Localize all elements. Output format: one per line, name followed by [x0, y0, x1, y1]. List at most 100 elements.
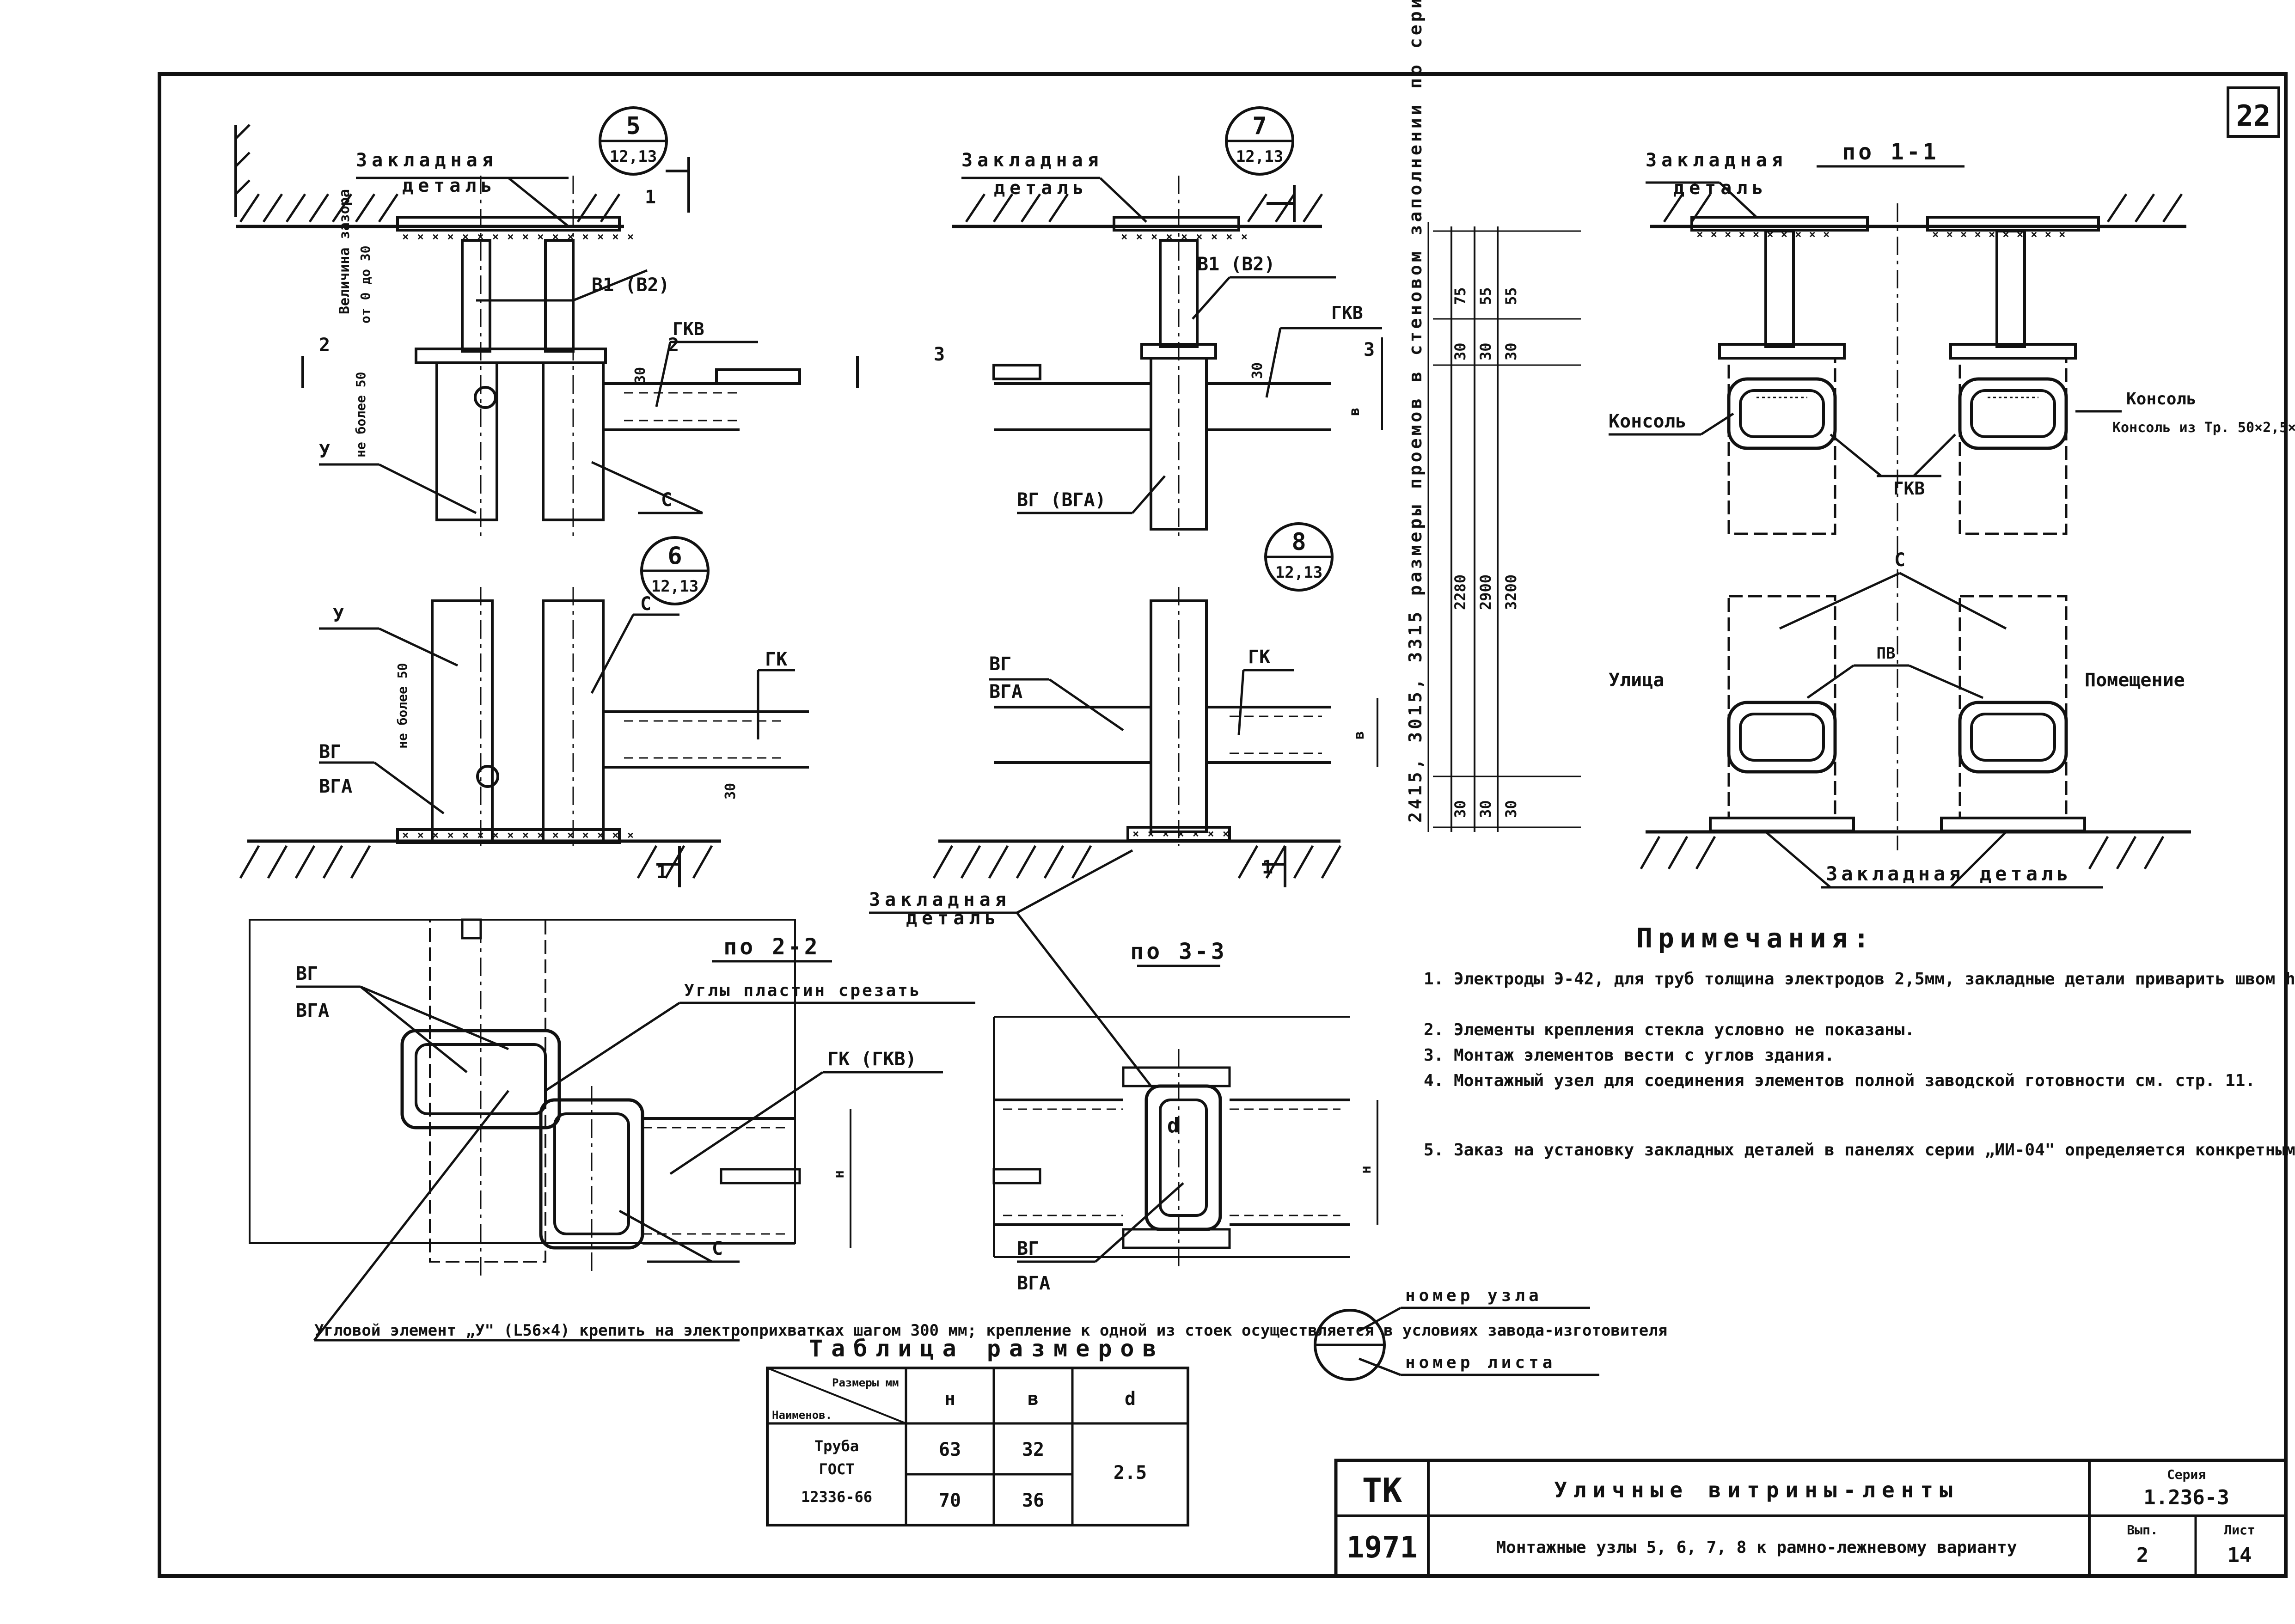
- size-table-r2-h: 70: [939, 1490, 961, 1511]
- label-vg-s2: ВГ: [296, 963, 318, 984]
- label-console-right: Консоль: [2126, 390, 2197, 409]
- dim-v-30d: 30: [1451, 800, 1469, 818]
- label-gap-range: от 0 до 30: [358, 245, 373, 324]
- label-v1v2-7: В1 (В2): [1197, 254, 1275, 275]
- section-3-3: [869, 849, 1378, 1266]
- label-embedded-part-s1b: деталь: [1673, 177, 1768, 199]
- dim-v-30f: 30: [1502, 800, 1520, 818]
- cut-mark-3a: 3: [1364, 339, 1375, 360]
- size-table-row-label-2: ГОСТ: [819, 1460, 854, 1478]
- dim-v-55b: 55: [1502, 287, 1520, 305]
- label-room: Помещение: [2085, 670, 2185, 691]
- size-table-r1-h: 63: [939, 1439, 961, 1460]
- notes-title: Примечания:: [1636, 922, 1875, 954]
- label-vga-6: ВГА: [319, 776, 352, 797]
- title-block-sheet: 14: [2228, 1544, 2252, 1567]
- size-table-header-bottom: Наименов.: [772, 1409, 832, 1422]
- dim-v-3200: 3200: [1502, 574, 1520, 610]
- section-1-1: ×××××××××× ××××××××××: [1609, 165, 2191, 889]
- label-vga-s2: ВГА: [296, 1000, 329, 1021]
- title-block-sheet-label: Лист: [2224, 1522, 2255, 1538]
- label-vertical-note: 2415, 3015, 3315 размеры проемов в стено…: [1405, 0, 1426, 823]
- label-embedded-part-7a: Закладная: [961, 150, 1103, 171]
- vertical-dimension-chain: [1427, 222, 1581, 832]
- label-gk-6: ГК: [765, 649, 787, 670]
- node-6-detail: ××××××××××××××××: [239, 587, 809, 887]
- label-pv: ПВ: [1877, 644, 1896, 663]
- size-table-r2-b: 36: [1022, 1490, 1044, 1511]
- label-console: Консоль: [1609, 411, 1687, 432]
- label-console-spec: Консоль из Тр. 50×2,5×2: [2112, 420, 2295, 436]
- svg-text:××××××××××: ××××××××××: [1696, 228, 1837, 241]
- svg-text:××××××××××××××××: ××××××××××××××××: [402, 230, 642, 243]
- corner-element-note: Угловой элемент „У" (L56×4) крепить на э…: [314, 1321, 1667, 1340]
- callout-node-6-sheet: 12,13: [651, 577, 698, 596]
- label-street: Улица: [1609, 670, 1664, 691]
- label-s-s2: С: [712, 1238, 723, 1259]
- size-table: [766, 1367, 1189, 1526]
- title-block-issue-label: Вып.: [2127, 1522, 2158, 1538]
- title-block: [1334, 1459, 2288, 1578]
- callout-node-8-sheet: 12,13: [1275, 563, 1322, 582]
- section-title-2-2: по 2-2: [723, 934, 820, 960]
- label-embedded-part-5b: деталь: [402, 175, 497, 196]
- size-table-row-label-3: 12336-66: [801, 1488, 872, 1506]
- embedded-plate-top-5: [396, 216, 621, 232]
- dim-h-s3: н: [1358, 1166, 1374, 1174]
- note-1: 1. Электроды Э-42, для труб толщина элек…: [1424, 970, 2295, 989]
- label-s-6: С: [640, 593, 651, 615]
- dim-v-30e: 30: [1477, 800, 1494, 818]
- dim-v-30b: 30: [1477, 342, 1494, 360]
- label-cut-corners: Углы пластин срезать: [684, 981, 921, 1000]
- label-vg-6: ВГ: [319, 741, 341, 763]
- title-block-series: 1.236-3: [2143, 1486, 2229, 1509]
- size-table-title: Таблица размеров: [809, 1335, 1165, 1362]
- label-not-more-50-a: не более 50: [353, 372, 368, 458]
- cut-mark-1-node8: 1: [1262, 857, 1273, 878]
- label-gk-8: ГК: [1248, 647, 1270, 668]
- dim-b-7: в: [1346, 408, 1363, 416]
- size-table-col-d: d: [1125, 1388, 1136, 1410]
- svg-text:××××××××××××××××: ××××××××××××××××: [402, 829, 642, 842]
- size-table-r1-b: 32: [1022, 1439, 1044, 1460]
- dim-d-s3: d: [1167, 1114, 1180, 1137]
- title-block-title: Уличные витрины-ленты: [1554, 1477, 1959, 1502]
- label-gkv-7: ГКВ: [1331, 303, 1363, 323]
- label-embedded-part-s1-bottom: Закладная деталь: [1826, 862, 2072, 885]
- label-s-s1: С: [1894, 549, 1905, 571]
- size-table-row-label-1: Труба: [814, 1437, 859, 1455]
- label-embedded-part-5a: Закладная: [356, 150, 498, 171]
- sheet-number: 22: [2236, 99, 2271, 133]
- callout-node-6-number: 6: [667, 542, 682, 570]
- label-embedded-part-s1a: Закладная: [1646, 150, 1787, 171]
- note-2: 2. Элементы крепления стекла условно не …: [1424, 1020, 1915, 1039]
- sheet-number-box: [2227, 86, 2280, 138]
- label-u-5: У: [319, 441, 330, 462]
- size-table-col-b: в: [1028, 1388, 1039, 1410]
- size-table-header-top: Размеры мм: [832, 1376, 899, 1389]
- label-gk-gkv-s2: ГК (ГКВ): [827, 1049, 917, 1070]
- label-gkv-5: ГКВ: [673, 319, 704, 339]
- drawing-frame: [158, 72, 2288, 1578]
- dim-v-75: 75: [1451, 287, 1469, 305]
- note-5: 5. Заказ на установку закладных деталей …: [1424, 1141, 2295, 1160]
- label-s-5: С: [661, 489, 672, 511]
- svg-text:×××××××: ×××××××: [1132, 827, 1237, 840]
- node-5-detail: ××××××××××××××××: [234, 124, 859, 536]
- label-not-more-50-b: не более 50: [395, 663, 410, 749]
- dim-v-55a: 55: [1477, 287, 1494, 305]
- cut-mark-1-top: 1: [645, 187, 656, 208]
- label-vga-s3: ВГА: [1017, 1273, 1050, 1294]
- title-block-year: 1971: [1346, 1531, 1418, 1565]
- title-block-issue: 2: [2136, 1544, 2149, 1567]
- label-vg-8: ВГ: [989, 653, 1011, 675]
- label-vga-8: ВГА: [989, 681, 1022, 702]
- size-table-d-value: 2.5: [1114, 1462, 1147, 1484]
- cut-mark-2b: 2: [319, 335, 330, 356]
- dim-b-8: в: [1351, 731, 1367, 739]
- size-table-col-h: н: [944, 1388, 955, 1410]
- cut-mark-1-bottom: 1: [656, 861, 667, 883]
- callout-node-7-sheet: 12,13: [1236, 147, 1283, 166]
- callout-node-7-number: 7: [1252, 112, 1267, 140]
- title-block-series-label: Серия: [2167, 1467, 2206, 1482]
